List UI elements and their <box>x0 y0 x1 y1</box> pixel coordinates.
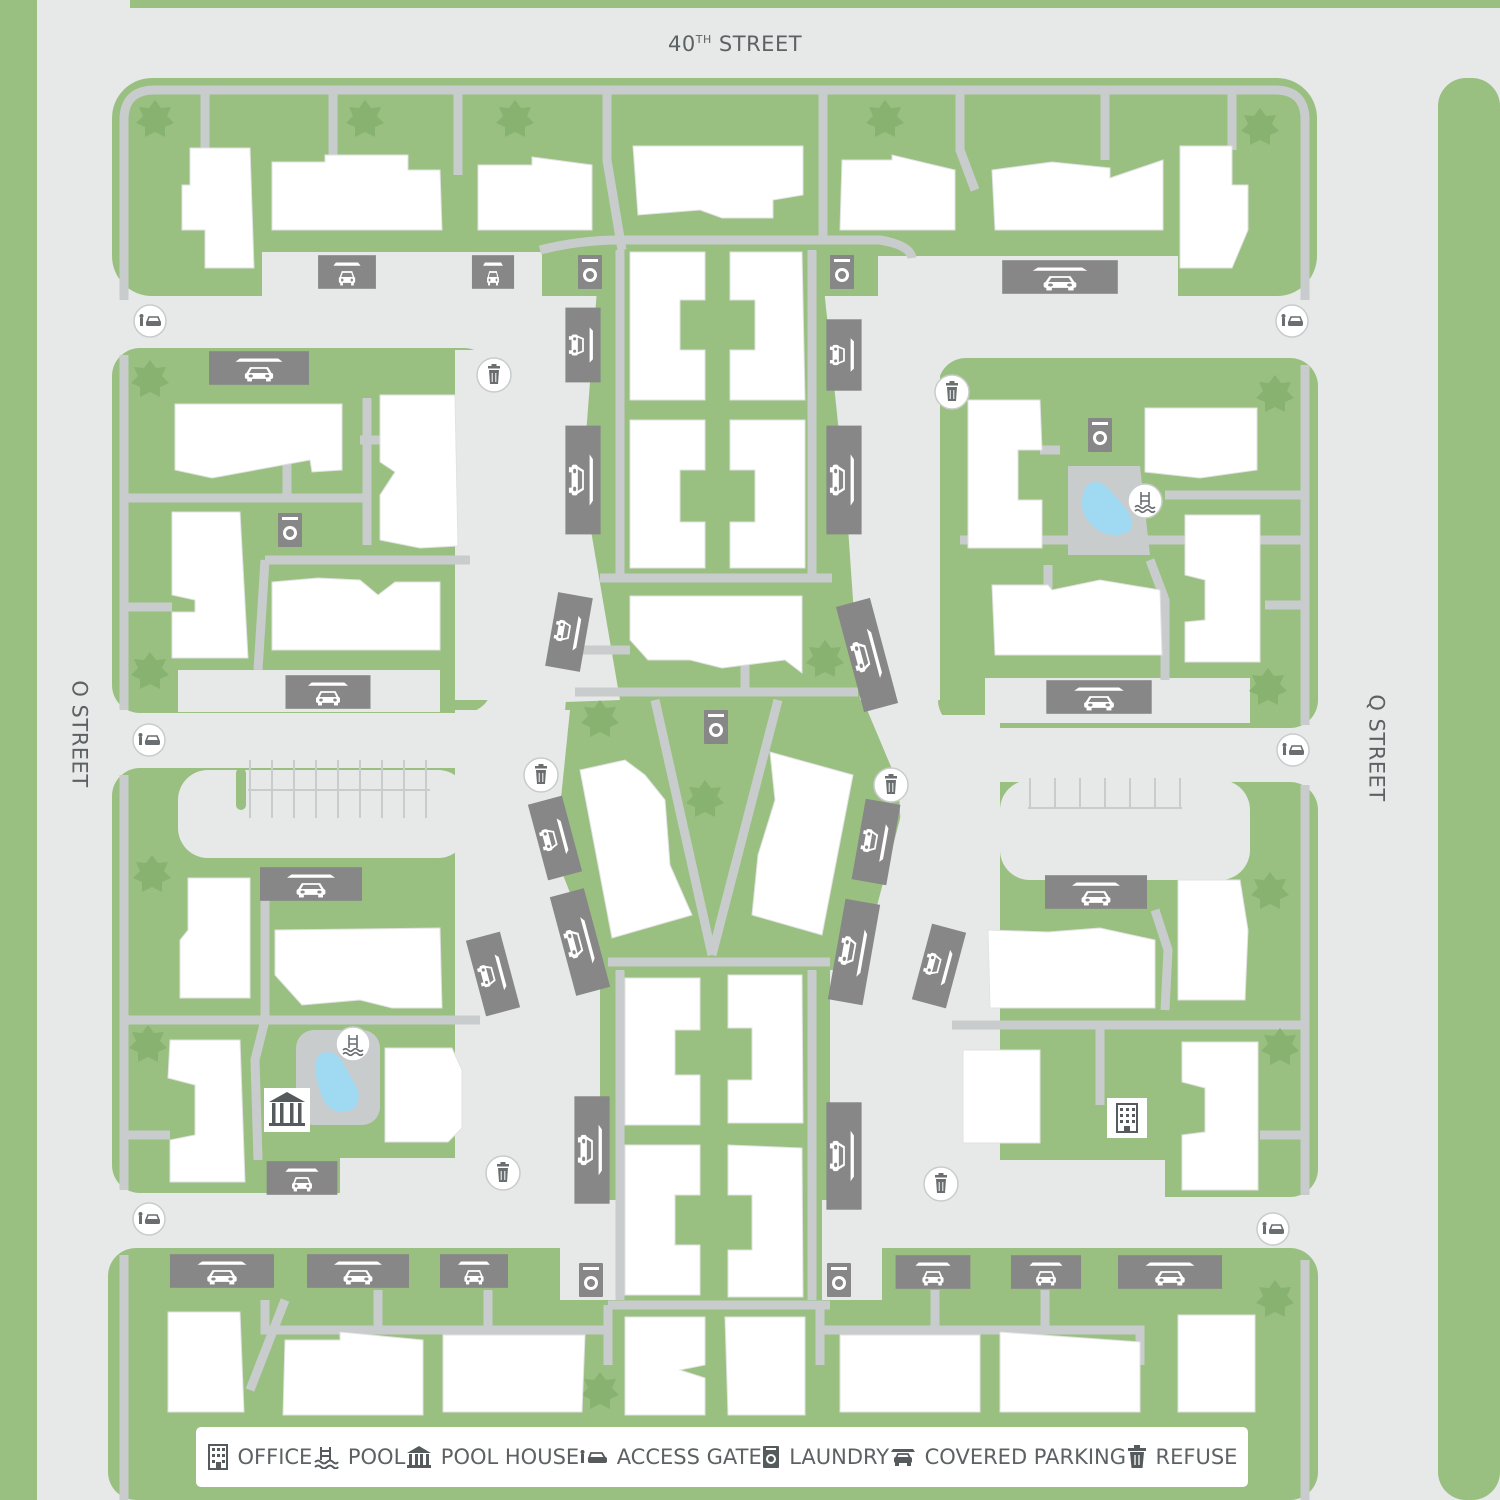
legend-laundry-label: LAUNDRY <box>789 1445 890 1469</box>
refuse-icon <box>1127 1445 1146 1468</box>
legend-laundry: LAUNDRY <box>762 1445 889 1469</box>
legend-covered-parking: COVERED PARKING <box>890 1445 1126 1469</box>
sidewalks <box>119 85 1310 1500</box>
pool-icon <box>314 1447 339 1469</box>
west-border-lawn <box>0 0 37 1500</box>
office-marker <box>1107 1098 1147 1138</box>
access-gate-icon <box>580 1450 607 1463</box>
north-street-word: STREET <box>718 32 803 56</box>
north-street-number: 40 <box>668 32 696 56</box>
legend-pool-label: POOL <box>347 1445 406 1469</box>
west-street-label: O STREET <box>67 680 92 788</box>
legend-access-gate-label: ACCESS GATE <box>616 1445 762 1469</box>
laundry-icon <box>763 1446 780 1468</box>
legend-access-gate: ACCESS GATE <box>580 1445 762 1469</box>
pool-area-north <box>1068 466 1150 555</box>
northeast-lawn <box>130 0 1500 8</box>
pool-house-marker <box>264 1088 310 1132</box>
legend-refuse: REFUSE <box>1127 1445 1238 1469</box>
office-icon <box>207 1444 228 1470</box>
pool-house-icon <box>406 1446 431 1468</box>
legend-office-label: OFFICE <box>237 1445 313 1469</box>
map-legend: OFFICE POOL POOL HOUSE ACCESS GATE <box>196 1427 1248 1487</box>
east-border-lawn <box>1438 78 1500 1500</box>
east-street-label: Q STREET <box>1364 694 1389 802</box>
legend-covered-parking-label: COVERED PARKING <box>924 1445 1127 1469</box>
legend-office: OFFICE <box>207 1444 313 1470</box>
legend-pool-house-label: POOL HOUSE <box>440 1445 580 1469</box>
legend-pool-house: POOL HOUSE <box>406 1445 579 1469</box>
legend-pool: POOL <box>313 1445 405 1469</box>
parking-stripes <box>248 760 1182 818</box>
covered-parking-icon <box>890 1449 915 1466</box>
parking-island <box>236 768 246 810</box>
legend-refuse-label: REFUSE <box>1155 1445 1238 1469</box>
buildings <box>167 145 1261 1416</box>
north-street-label: 40TH STREET <box>668 32 802 56</box>
north-street-suffix: TH <box>695 33 712 46</box>
